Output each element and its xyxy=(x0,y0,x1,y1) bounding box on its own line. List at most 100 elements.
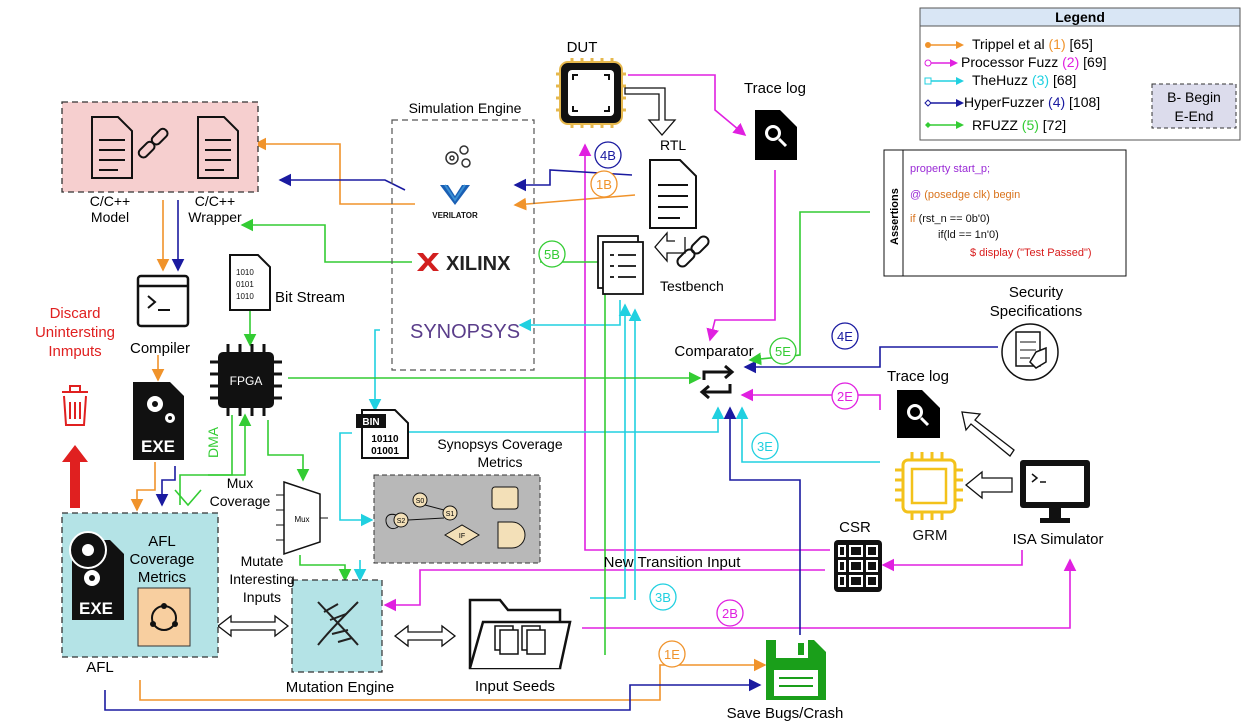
floppy-disk-icon xyxy=(766,640,826,700)
legend-label: RFUZZ xyxy=(972,117,1018,133)
state-label: S2 xyxy=(397,518,406,525)
marker-5b: 5B xyxy=(538,240,566,268)
bin-label: BIN xyxy=(362,417,379,428)
marker-2b: 2B xyxy=(716,599,744,627)
mux-block: Mux Coverage Mux xyxy=(210,475,328,556)
legend-title: Legend xyxy=(1055,9,1105,25)
verilator-label: VERILATOR xyxy=(432,211,478,220)
mux-coverage-label: Mux xyxy=(227,475,253,491)
assertion-line: $ display ("Test Passed") xyxy=(970,247,1092,259)
svg-text:1010: 1010 xyxy=(236,268,254,277)
svg-text:2B: 2B xyxy=(722,606,738,621)
terminal-icon xyxy=(136,274,190,328)
trace-log-label: Trace log xyxy=(887,368,949,385)
security-label: Security xyxy=(1009,284,1064,301)
mux-label: Mux xyxy=(294,515,309,524)
markers: 4B 1B 5B 5E 4E 2E 3E 3B 2B 1E xyxy=(538,141,859,668)
document-icon xyxy=(649,159,697,229)
trash-icon xyxy=(62,385,88,426)
new-transition-label: New Transition Input xyxy=(604,554,742,571)
mutation-engine-label: Mutation Engine xyxy=(286,679,394,696)
legend-number: (2) xyxy=(1062,54,1079,70)
search-icon xyxy=(765,125,788,148)
c-model-label: Model xyxy=(91,209,129,225)
legend-label: Trippel et al xyxy=(972,36,1045,52)
if-label: IF xyxy=(459,533,465,540)
state-label: S0 xyxy=(416,498,425,505)
trace-log-top: Trace log xyxy=(744,80,806,160)
assertion-line: (rst_n == 0b'0) xyxy=(919,213,990,225)
document-icon xyxy=(91,116,133,179)
bit-stream-label: Bit Stream xyxy=(275,289,345,306)
isa-simulator-label: ISA Simulator xyxy=(1013,531,1104,548)
monitor-icon xyxy=(1020,460,1090,523)
link-icon xyxy=(137,127,169,159)
connectors xyxy=(104,74,1077,711)
compiler-label: Compiler xyxy=(130,340,190,357)
up-arrow-icon xyxy=(62,445,88,508)
link-icon xyxy=(676,235,710,268)
svg-text:Trippel et al (1): Trippel et al (1) [65] xyxy=(972,36,1093,52)
xilinx-label: XILINX xyxy=(446,253,511,275)
dna-icon xyxy=(317,601,359,646)
trace-log-right: Trace log xyxy=(887,368,1015,457)
discard-label: Inmputs xyxy=(48,343,101,360)
svg-text:2E: 2E xyxy=(837,389,853,404)
afl-coverage-label: Coverage xyxy=(129,551,194,568)
legend-label: TheHuzz xyxy=(972,72,1028,88)
discard-block: Discard Unintersting Inmputs xyxy=(35,305,115,508)
gears-icon xyxy=(445,145,471,168)
afl-coverage-label: Metrics xyxy=(138,569,186,586)
swap-arrows-icon xyxy=(699,364,735,400)
marker-4e: 4E xyxy=(831,322,859,350)
comparator-label: Comparator xyxy=(674,343,753,360)
assertion-if: if xyxy=(910,213,916,225)
legend-ref: [68] xyxy=(1053,72,1076,88)
bin-file-icon: BIN 10110 01001 xyxy=(356,409,409,459)
synopsys-coverage-label: Metrics xyxy=(477,454,522,470)
arrow-icon xyxy=(654,231,686,263)
legend-entry-trippel: Trippel et al (1) [65] xyxy=(925,36,1093,52)
afl-block: EXE AFL Coverage Metrics xyxy=(61,512,219,658)
bit-stream-block: 1010 0101 1010 Bit Stream xyxy=(229,254,345,311)
svg-text:HyperFuzzer (4): HyperFuzzer (4) [108] xyxy=(964,94,1100,110)
discard-label: Unintersting xyxy=(35,324,115,341)
comparator: Comparator xyxy=(674,343,754,400)
svg-text:5E: 5E xyxy=(775,344,791,359)
trace-log-label: Trace log xyxy=(744,80,806,97)
xilinx-logo: XILINX xyxy=(417,253,511,275)
legend-entry-hyperfuzzer: HyperFuzzer (4) [108] xyxy=(924,94,1100,110)
svg-text:Processor Fuzz (2): Processor Fuzz (2) [69] xyxy=(961,54,1107,70)
testbench-block: Testbench xyxy=(597,231,724,295)
dut-label: DUT xyxy=(567,39,598,56)
binary-file-icon: 1010 0101 1010 xyxy=(229,254,271,311)
legend-entry-processorfuzz: Processor Fuzz (2) [69] xyxy=(924,54,1107,70)
assertions-tag: Assertions xyxy=(889,188,901,245)
mux-coverage-label: Coverage xyxy=(210,493,271,509)
mutate-label: Mutate xyxy=(241,553,284,569)
svg-text:0101: 0101 xyxy=(236,280,254,289)
input-seeds-block: Input Seeds xyxy=(468,598,572,695)
svg-text:1010: 1010 xyxy=(236,292,254,301)
exe-file-icon: EXE xyxy=(133,382,184,460)
legend-number: (4) xyxy=(1048,94,1065,110)
fsm-graph xyxy=(385,486,526,549)
svg-text:4B: 4B xyxy=(600,148,616,163)
legend-entry-thehuzz: TheHuzz (3) [68] xyxy=(924,72,1076,88)
fpga-chip-icon: FPGA xyxy=(210,344,282,416)
c-wrapper-label: C/C++ xyxy=(195,193,235,209)
svg-text:4E: 4E xyxy=(837,329,853,344)
legend-label: HyperFuzzer xyxy=(964,94,1044,110)
double-arrow-icon xyxy=(216,614,290,638)
legend: Legend Trippel et al (1) [65] Processor … xyxy=(919,7,1241,141)
marker-3b: 3B xyxy=(649,583,677,611)
mutation-engine-block: Mutation Engine xyxy=(286,579,394,696)
legend-entry-rfuzz: RFUZZ (5) [72] xyxy=(925,117,1066,133)
synopsys-coverage-block: Synopsys Coverage Metrics S0 S1 S2 IF xyxy=(373,436,563,564)
assertion-line: if(ld == 1n'0) xyxy=(938,229,999,241)
dut-chip-icon: DUT xyxy=(556,39,677,136)
security-label: Specifications xyxy=(990,303,1083,320)
fpga-label: FPGA xyxy=(230,374,263,388)
c-model-label: C/C++ xyxy=(90,193,130,209)
